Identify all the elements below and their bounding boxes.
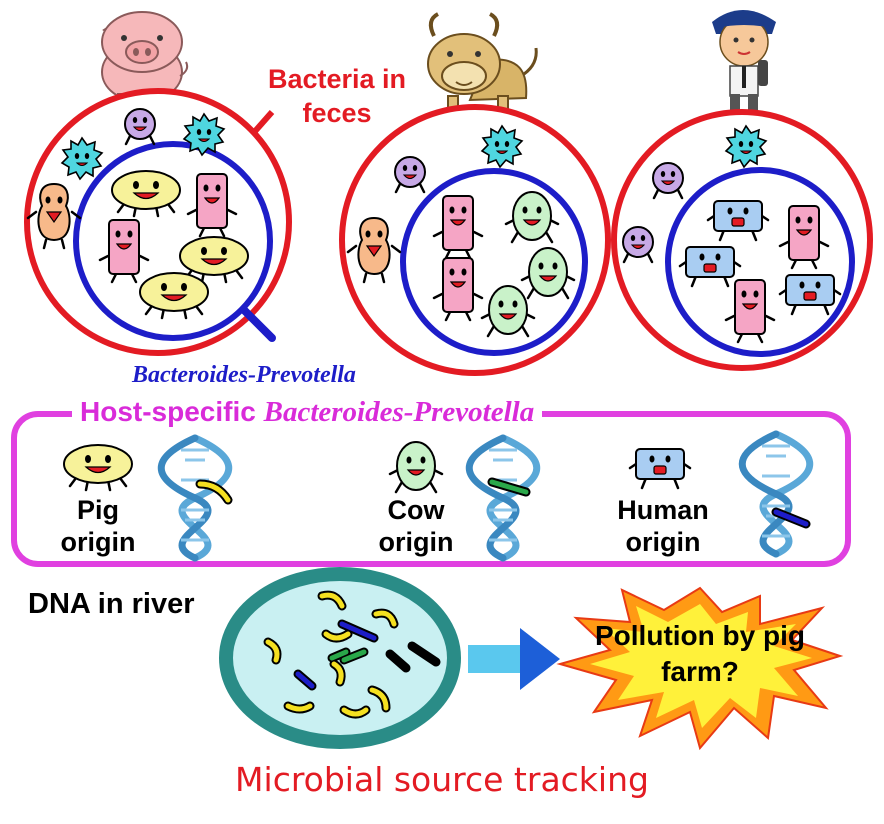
- cow-feces-circle: [339, 104, 611, 376]
- host-specific-title: Host-specific Bacteroides-Prevotella: [72, 396, 543, 429]
- pig-bacteria-icon: [62, 443, 134, 492]
- pollution-label: Pollution by pig farm?: [595, 620, 805, 687]
- pig-feces-circle: [24, 88, 292, 356]
- human-icon: [712, 10, 776, 110]
- host-specific-prefix: Host-specific: [80, 396, 256, 427]
- human-feces-circle: [611, 109, 873, 371]
- microbial-source-tracking-title: Microbial source tracking: [235, 760, 649, 799]
- cow-icon: [427, 12, 538, 111]
- host-specific-taxon: Bacteroides-Prevotella: [263, 396, 535, 428]
- arrow-right-icon: [468, 628, 560, 690]
- bacteroides-prevotella-label: Bacteroides-Prevotella: [132, 362, 356, 388]
- explosion-icon: [556, 586, 844, 751]
- dna-helix-icon: [161, 438, 233, 558]
- dna-in-river-label: DNA in river: [28, 588, 195, 620]
- dna-helix-icon: [469, 438, 537, 558]
- human-origin-label: Human origin: [617, 495, 709, 557]
- bacteria-in-feces-label: Bacteria in feces: [267, 64, 407, 128]
- river-sample: [219, 567, 461, 749]
- cow-bacteria-icon: [388, 440, 444, 494]
- cow-origin-label: Cow origin: [378, 495, 454, 557]
- human-bacteria-icon: [628, 447, 692, 490]
- pig-origin-label: Pig origin: [60, 495, 136, 557]
- dna-helix-icon: [742, 434, 810, 554]
